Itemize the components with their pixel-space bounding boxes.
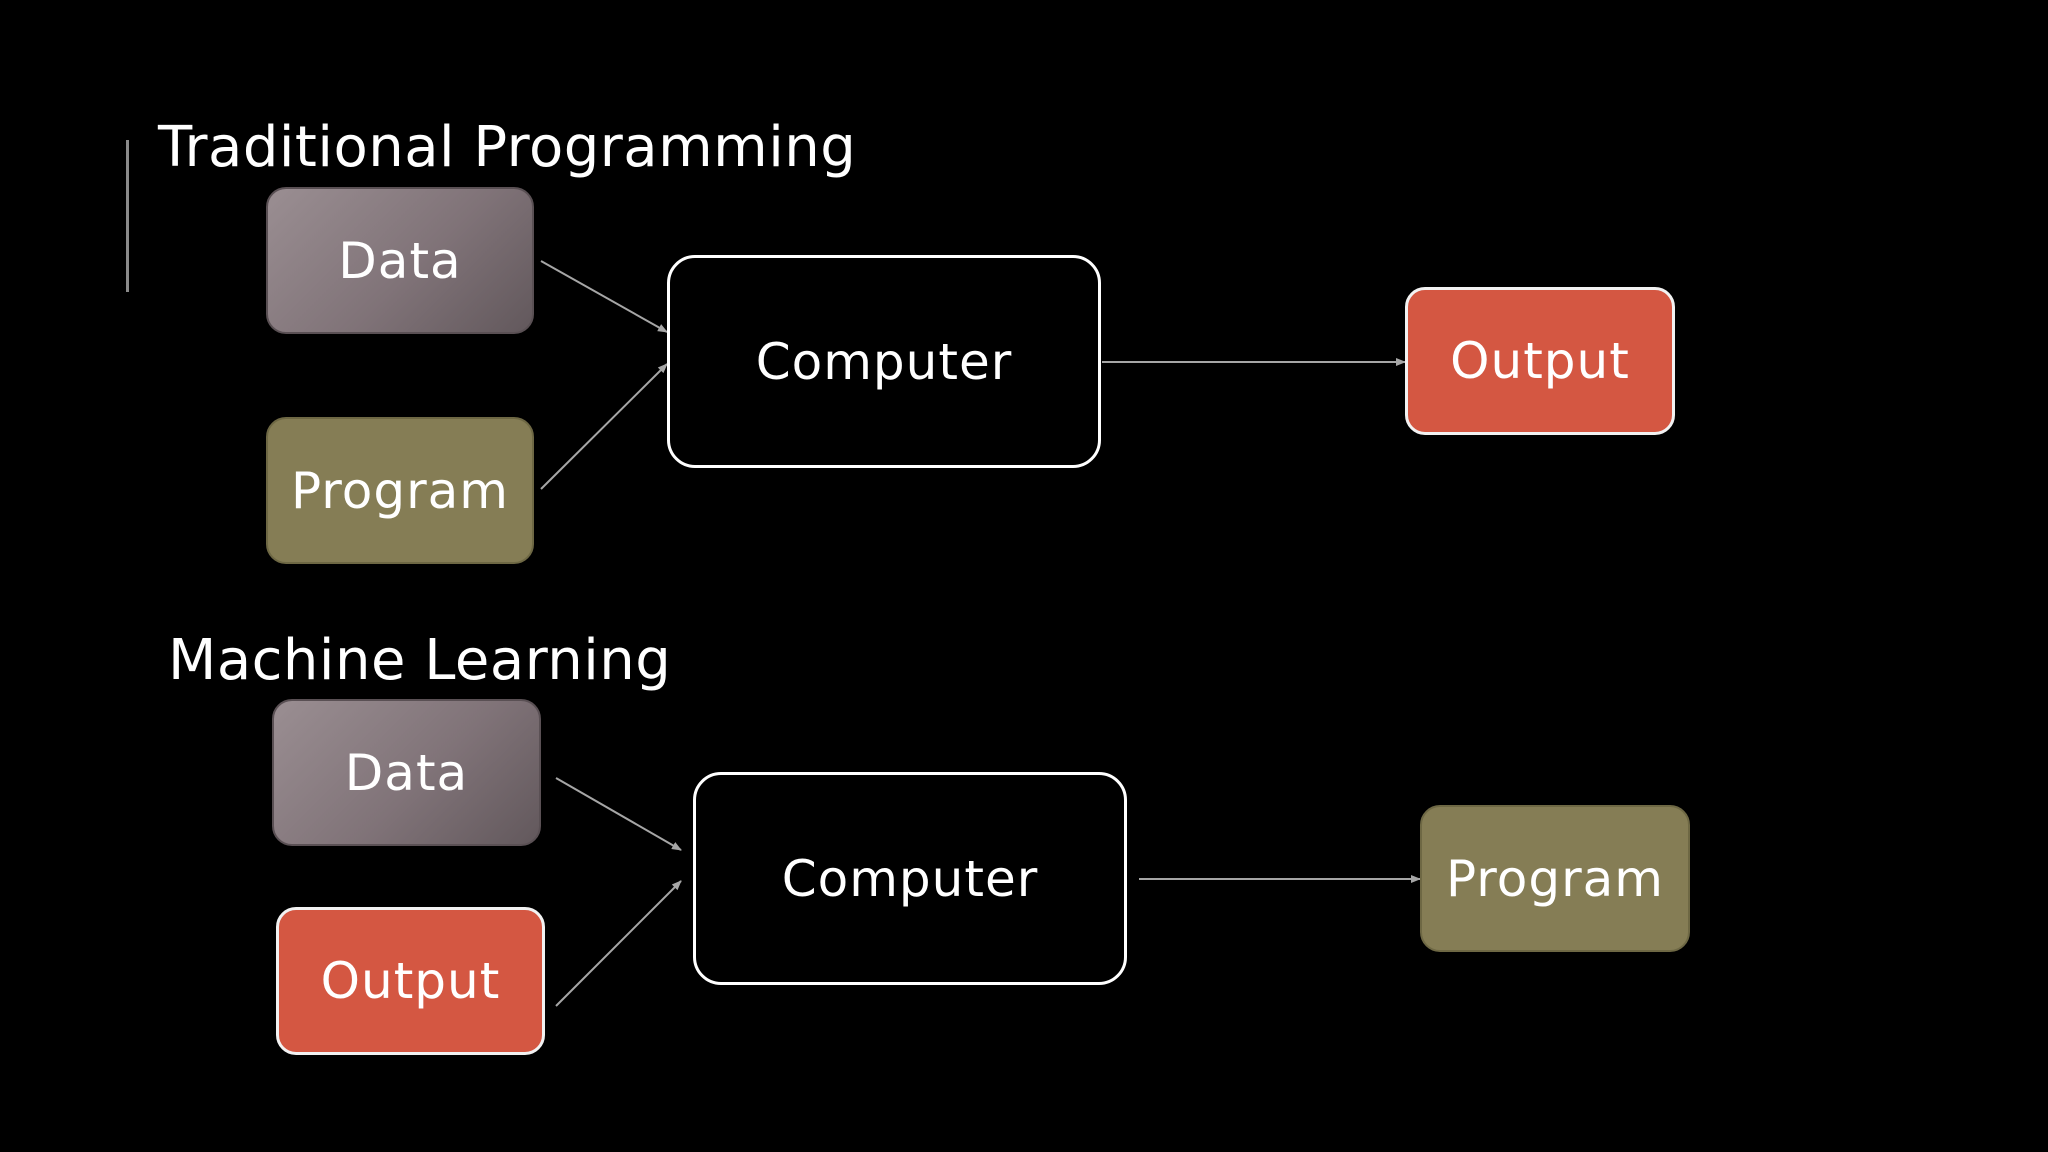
tp-computer-box: Computer: [667, 255, 1101, 468]
tp-program-box: Program: [266, 417, 534, 564]
tp-data-label: Data: [338, 231, 462, 290]
machine-learning-title: Machine Learning: [168, 628, 672, 693]
ml-computer-label: Computer: [781, 849, 1039, 908]
ml-program-box: Program: [1420, 805, 1690, 952]
ml-output-box: Output: [276, 907, 545, 1055]
arrow-tp-data-to-computer: [540, 260, 668, 333]
tp-output-box: Output: [1405, 287, 1675, 435]
arrow-ml-output-to-computer: [555, 880, 682, 1007]
tp-data-box: Data: [266, 187, 534, 334]
ml-data-box: Data: [272, 699, 541, 846]
tp-program-label: Program: [291, 461, 509, 520]
ml-computer-box: Computer: [693, 772, 1127, 985]
traditional-programming-title: Traditional Programming: [158, 115, 857, 180]
tp-computer-label: Computer: [755, 332, 1013, 391]
title-accent-bar: [126, 140, 129, 292]
arrow-tp-program-to-computer: [540, 363, 668, 490]
ml-program-label: Program: [1446, 849, 1664, 908]
tp-output-label: Output: [1450, 332, 1630, 390]
ml-data-label: Data: [344, 743, 469, 802]
arrow-ml-data-to-computer: [555, 777, 682, 851]
ml-output-label: Output: [320, 952, 501, 1010]
